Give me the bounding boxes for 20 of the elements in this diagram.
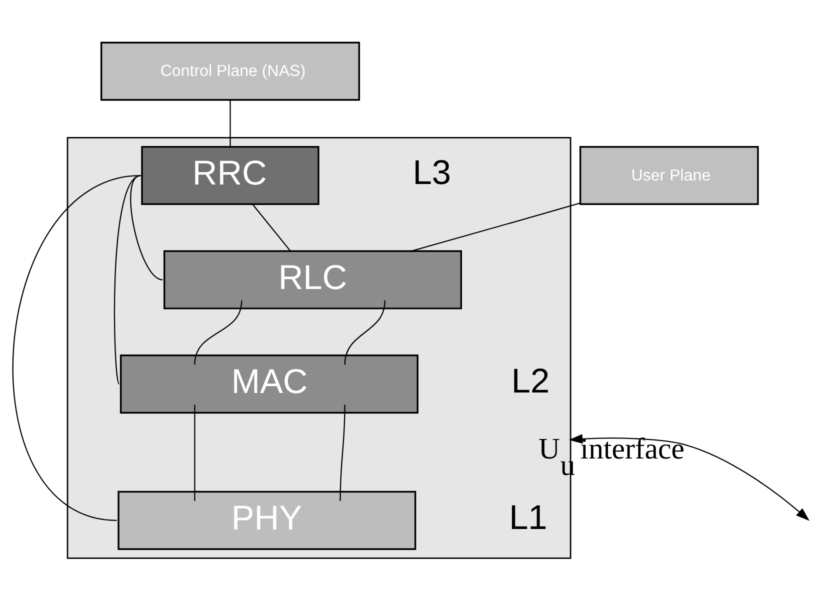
node-box: RRC (141, 146, 320, 206)
node-box: Control Plane (NAS) (100, 42, 360, 101)
node-box: RLC (163, 250, 462, 310)
arrow (568, 434, 810, 521)
connector (194, 300, 242, 365)
label: L2 (511, 362, 550, 401)
connector (130, 174, 163, 280)
connector (252, 204, 291, 252)
connector (194, 404, 196, 501)
node-box: PHY (118, 490, 416, 550)
label: L3 (412, 154, 452, 192)
connector (411, 202, 580, 252)
node-box: MAC (120, 354, 418, 414)
connector (230, 100, 231, 147)
connector (344, 300, 386, 365)
label: L1 (509, 499, 548, 538)
connector (114, 175, 142, 384)
node-box: User Plane (579, 146, 759, 206)
connector (13, 174, 141, 521)
connector (340, 404, 346, 501)
